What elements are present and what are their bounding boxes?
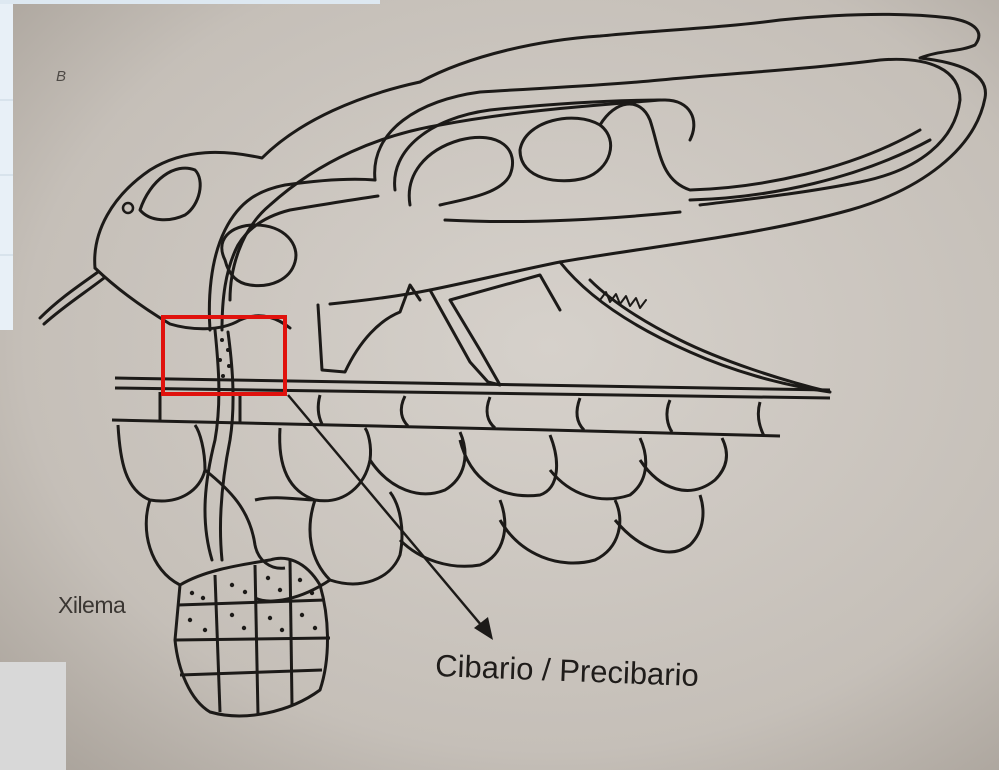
- panel-letter: B: [56, 68, 66, 85]
- bottom-left-patch: [0, 662, 66, 770]
- xylem-cell-wall: [290, 560, 292, 705]
- left-margin-panel: [0, 0, 13, 330]
- xylem-label: Xilema: [58, 592, 125, 619]
- xylem-cell-wall: [176, 638, 330, 640]
- top-edge-strip: [0, 0, 380, 4]
